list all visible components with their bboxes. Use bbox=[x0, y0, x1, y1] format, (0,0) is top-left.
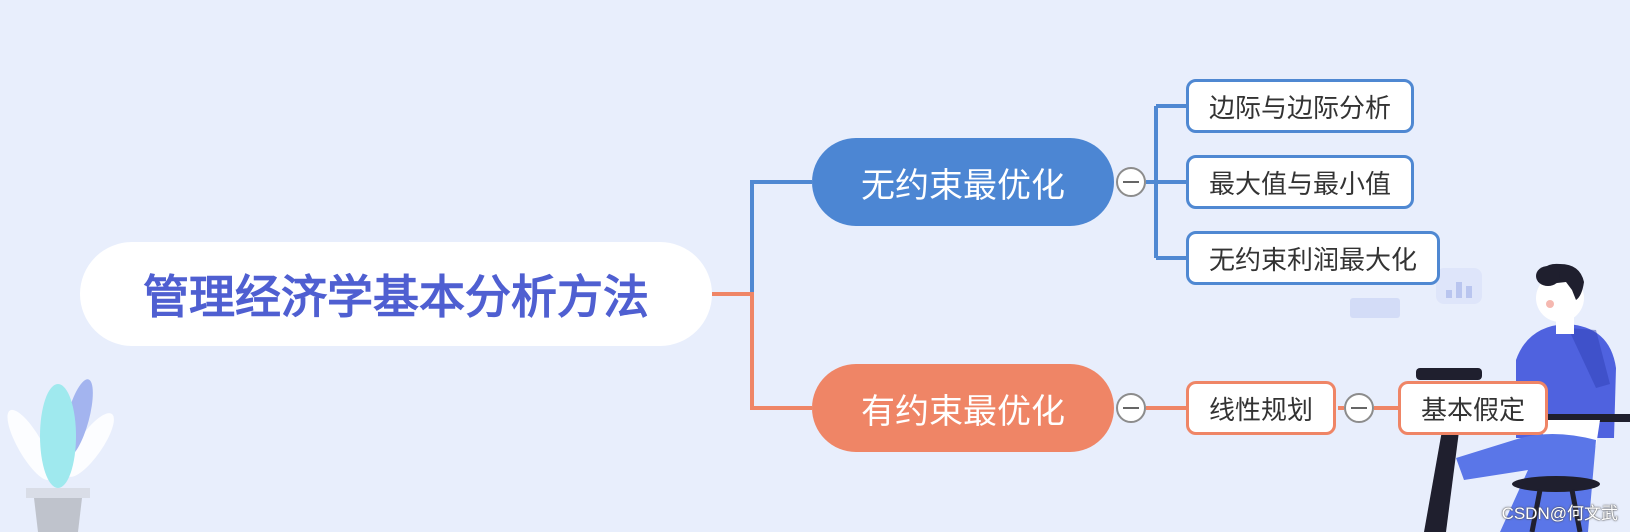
collapse-toggle-unconstrained[interactable] bbox=[1116, 167, 1146, 197]
branch-node-unconstrained[interactable]: 无约束最优化 bbox=[812, 138, 1114, 226]
leaf-node-marginal-analysis[interactable]: 边际与边际分析 bbox=[1186, 79, 1415, 133]
collapse-toggle-constrained[interactable] bbox=[1116, 393, 1146, 423]
ui-icon-decoration bbox=[1350, 268, 1482, 318]
collapse-toggle-linear-programming[interactable] bbox=[1344, 393, 1374, 423]
root-node[interactable]: 管理经济学基本分析方法 bbox=[80, 242, 712, 346]
branch-node-constrained[interactable]: 有约束最优化 bbox=[812, 364, 1114, 452]
connector-lines bbox=[712, 104, 1398, 410]
leaf-node-basic-assumptions[interactable]: 基本假定 bbox=[1398, 381, 1549, 435]
leaf-node-linear-programming[interactable]: 线性规划 bbox=[1186, 381, 1337, 435]
plant-illustration bbox=[7, 379, 114, 532]
minus-icon bbox=[1123, 407, 1139, 409]
leaf-node-profit-maximization[interactable]: 无约束利润最大化 bbox=[1186, 231, 1441, 285]
minus-icon bbox=[1123, 181, 1139, 183]
watermark-text: CSDN@何文武 bbox=[1501, 504, 1618, 523]
minus-icon bbox=[1351, 407, 1367, 409]
leaf-node-max-min[interactable]: 最大值与最小值 bbox=[1186, 155, 1415, 209]
